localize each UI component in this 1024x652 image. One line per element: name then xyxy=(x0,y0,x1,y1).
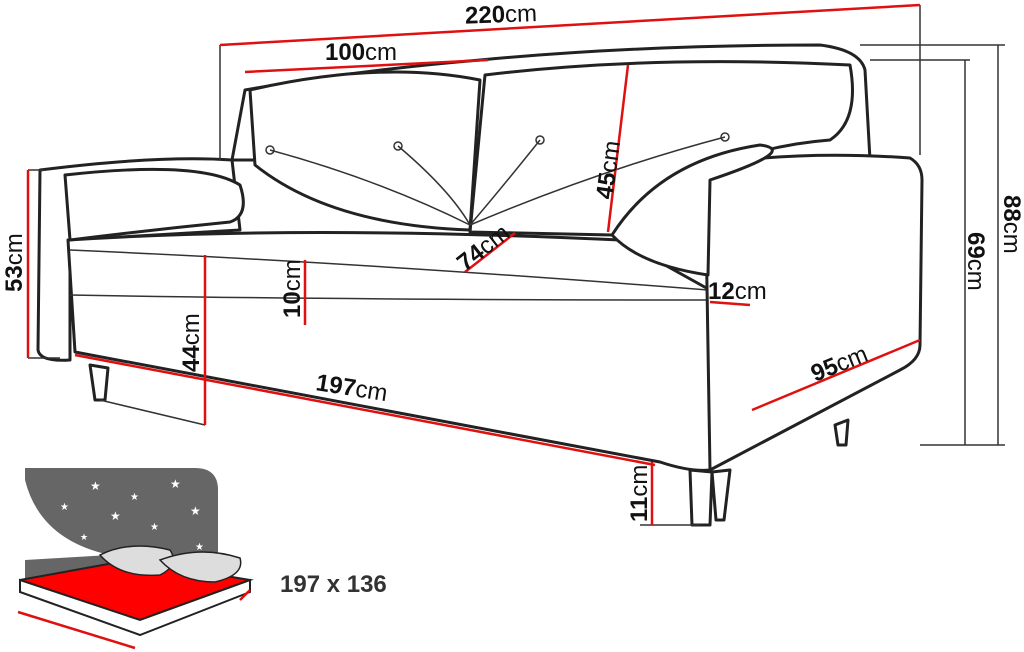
svg-text:★: ★ xyxy=(190,504,201,518)
svg-text:★: ★ xyxy=(90,479,101,493)
svg-text:★: ★ xyxy=(150,522,159,533)
sleeping-area-icon: ★ ★ ★ ★ ★ ★ ★ ★ ★ 197 x 136 xyxy=(17,468,387,650)
label-12: 12cm xyxy=(708,278,767,305)
svg-text:★: ★ xyxy=(80,532,88,542)
button-tuft xyxy=(265,145,275,155)
leg xyxy=(688,468,714,527)
svg-text:★: ★ xyxy=(170,477,181,491)
label-53: 53cm xyxy=(1,233,28,292)
moon-icon xyxy=(25,480,110,560)
dim-line-95 xyxy=(751,338,921,412)
label-44: 44cm xyxy=(178,313,205,372)
svg-text:★: ★ xyxy=(195,542,204,553)
sleeping-area-label: 197 x 136 xyxy=(280,571,387,598)
label-220: 220cm xyxy=(465,0,538,29)
leg xyxy=(833,418,850,447)
extension-lines xyxy=(28,5,1005,526)
bed-dim-line xyxy=(17,610,136,650)
right-pillow xyxy=(610,143,774,277)
button-tuft xyxy=(393,141,403,151)
svg-text:★: ★ xyxy=(130,492,139,503)
label-10: 10cm xyxy=(279,259,306,318)
stars-icon: ★ ★ ★ ★ ★ ★ ★ ★ ★ xyxy=(60,477,204,553)
pillow-icon xyxy=(158,551,242,583)
svg-text:★: ★ xyxy=(60,502,69,513)
button-tuft xyxy=(535,135,545,145)
label-11: 11cm xyxy=(626,465,653,522)
dim-line-74 xyxy=(464,232,516,273)
label-100: 100cm xyxy=(325,39,397,66)
sofa-drawing xyxy=(36,43,924,527)
label-45: 45cm xyxy=(591,139,626,201)
left-cushion xyxy=(248,70,482,232)
label-88: 88cm xyxy=(998,195,1024,254)
right-armrest xyxy=(703,153,924,472)
button-tuft xyxy=(720,132,730,142)
dim-line-12 xyxy=(709,300,751,307)
left-pillow xyxy=(63,167,245,242)
seat-front xyxy=(66,231,712,472)
leg xyxy=(710,468,732,522)
dim-line-220 xyxy=(219,3,921,47)
dim-line-45 xyxy=(606,64,630,233)
dim-line-197 xyxy=(74,353,656,467)
svg-text:★: ★ xyxy=(110,509,121,523)
label-69: 69cm xyxy=(962,232,989,291)
dim-line-100 xyxy=(244,58,489,74)
label-197: 197cm xyxy=(314,369,389,407)
dimension-lines xyxy=(26,3,921,525)
leg xyxy=(88,363,110,402)
